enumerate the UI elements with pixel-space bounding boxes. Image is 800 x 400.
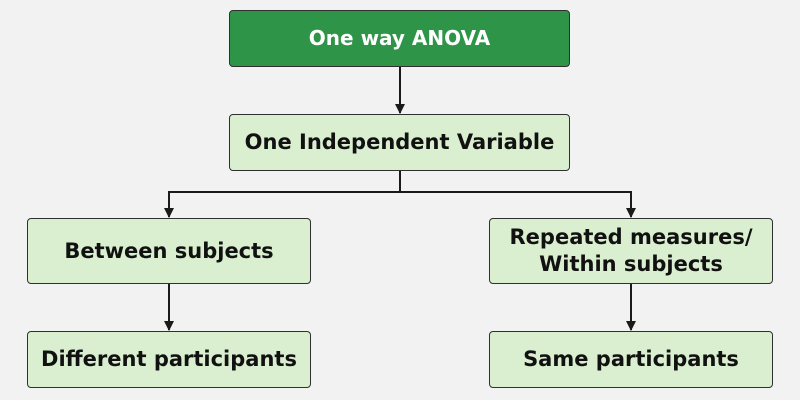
node-one-way-anova: One way ANOVA	[229, 10, 570, 67]
node-repeated-measures-line2: Within subjects	[539, 252, 723, 276]
node-repeated-measures-line1: Repeated measures/	[509, 225, 753, 249]
node-different-participants: Different participants	[27, 331, 311, 388]
node-between-subjects-label: Between subjects	[64, 238, 274, 263]
node-repeated-measures: Repeated measures/ Within subjects	[489, 218, 773, 284]
node-one-way-anova-label: One way ANOVA	[308, 26, 491, 50]
node-between-subjects: Between subjects	[27, 218, 311, 284]
node-repeated-measures-text: Repeated measures/ Within subjects	[510, 224, 753, 278]
node-same-participants-label: Same participants	[523, 347, 739, 371]
node-one-independent-variable: One Independent Variable	[229, 114, 570, 171]
node-one-independent-variable-label: One Independent Variable	[244, 130, 555, 154]
node-different-participants-label: Different participants	[41, 347, 297, 371]
node-same-participants: Same participants	[489, 331, 773, 388]
